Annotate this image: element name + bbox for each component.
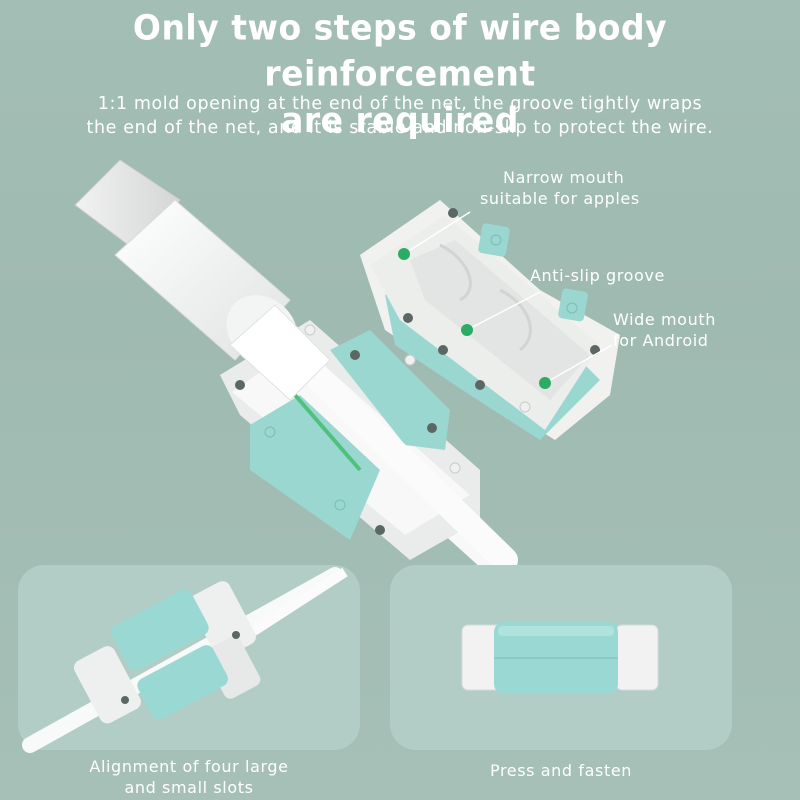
caption-alignment-line-1: Alignment of four large bbox=[89, 757, 289, 776]
callout-dot-narrow bbox=[398, 248, 410, 260]
caption-alignment: Alignment of four large and small slots bbox=[18, 756, 360, 798]
headline-line-1: Only two steps of wire body reinforcemen… bbox=[132, 6, 668, 94]
right-panel-illustration bbox=[461, 622, 659, 694]
callout-wide-mouth: Wide mouth for Android bbox=[613, 309, 753, 351]
callout-line-wide bbox=[544, 344, 613, 384]
callout-dot-groove bbox=[461, 324, 473, 336]
description-line-2: the end of the net, and it is stable and… bbox=[86, 118, 714, 138]
left-panel-illustration bbox=[22, 567, 348, 753]
callout-narrow-mouth: Narrow mouth suitable for apples bbox=[480, 167, 680, 209]
callout-narrow-line-1: Narrow mouth bbox=[503, 168, 625, 187]
description-line-1: 1:1 mold opening at the end of the net, … bbox=[97, 94, 703, 114]
mint-piece-lower bbox=[250, 395, 380, 540]
caption-alignment-line-2: and small slots bbox=[124, 778, 254, 797]
headline: Only two steps of wire body reinforcemen… bbox=[0, 5, 800, 144]
mint-piece-upper bbox=[330, 330, 450, 450]
description: 1:1 mold opening at the end of the net, … bbox=[0, 92, 800, 140]
right-protector-clip bbox=[360, 200, 620, 440]
headline-line-2: are required bbox=[281, 99, 519, 141]
callout-anti-slip: Anti-slip groove bbox=[530, 266, 665, 285]
caption-press-fasten: Press and fasten bbox=[489, 761, 632, 780]
callout-narrow-line-2: suitable for apples bbox=[480, 189, 640, 208]
callout-wide-line-1: Wide mouth bbox=[613, 310, 716, 329]
mint-bottom-block bbox=[137, 645, 228, 720]
mint-top-block bbox=[111, 589, 209, 671]
callout-dot-wide bbox=[539, 377, 551, 389]
callout-line-narrow bbox=[403, 211, 471, 255]
callout-line-groove bbox=[466, 291, 541, 331]
callout-wide-line-2: for Android bbox=[613, 331, 709, 350]
